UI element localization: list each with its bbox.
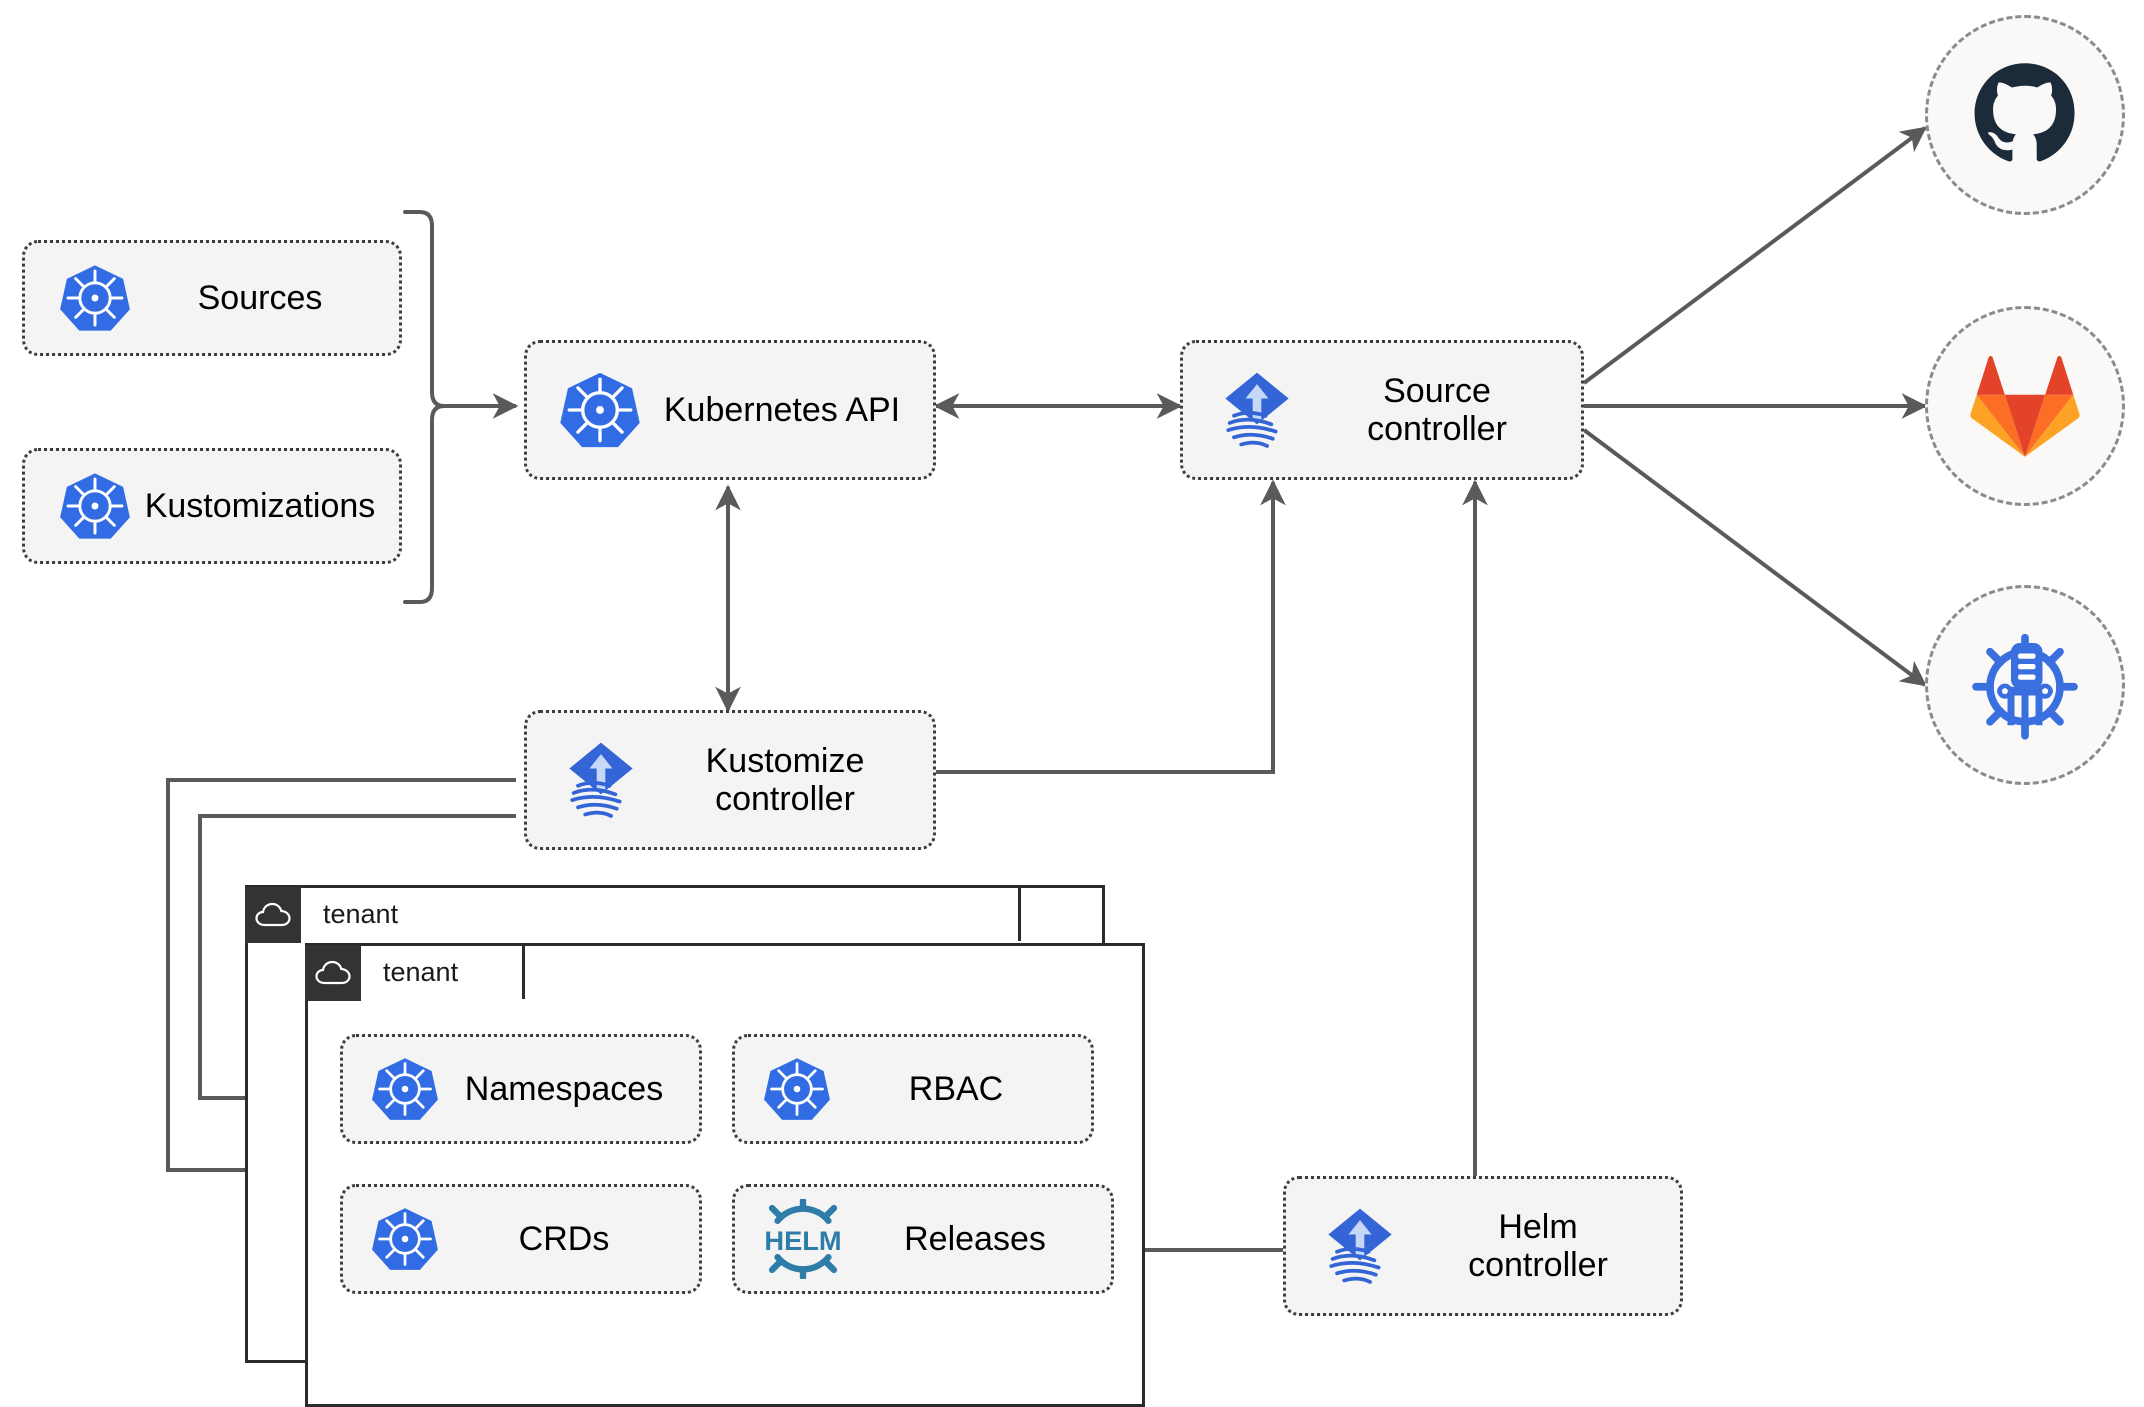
node-kubernetes-api[interactable]: Kubernetes API — [524, 340, 936, 480]
resource-group-brace — [403, 210, 445, 604]
tenant-resource-label-namespaces: Namespaces — [464, 1069, 664, 1108]
repository-gitlab[interactable] — [1925, 306, 2125, 506]
node-helm-controller[interactable]: Helm controller — [1283, 1176, 1683, 1316]
tenant-resource-namespaces[interactable]: Namespaces — [340, 1034, 702, 1144]
wire-source-controller-to-github — [1582, 126, 1927, 385]
tenant-resource-crds[interactable]: CRDs — [340, 1184, 702, 1294]
cloud-icon — [245, 886, 301, 943]
cloud-icon — [305, 944, 361, 1001]
repository-helm[interactable] — [1925, 585, 2125, 785]
kubernetes-icon — [371, 1055, 439, 1123]
kubernetes-icon — [59, 470, 131, 542]
flux-icon — [1314, 1200, 1406, 1292]
tenant-resource-releases[interactable]: HELM Releases — [732, 1184, 1114, 1294]
node-label-kubernetes-api: Kubernetes API — [663, 390, 901, 429]
flux-icon — [1211, 364, 1303, 456]
tenant-header-front: tenant — [305, 943, 525, 1001]
gitlab-icon — [1970, 356, 2080, 457]
tenant-resource-label-releases: Releases — [904, 1219, 1046, 1258]
repository-github[interactable] — [1925, 15, 2125, 215]
node-label-source-controller: Source controller — [1367, 371, 1507, 448]
helm-repository-icon — [1972, 633, 2078, 740]
kubernetes-icon — [371, 1205, 439, 1273]
resource-label-sources: Sources — [197, 278, 323, 317]
github-icon — [1974, 63, 2075, 162]
helm-icon: HELM — [757, 1199, 849, 1279]
tenant-name-front: tenant — [383, 957, 459, 987]
kubernetes-icon — [59, 262, 131, 334]
tenant-name-back: tenant — [323, 899, 399, 929]
kubernetes-icon — [763, 1055, 831, 1123]
resource-box-sources[interactable]: Sources — [22, 240, 402, 356]
node-kustomize-controller[interactable]: Kustomize controller — [524, 710, 936, 850]
resource-label-kustomizations: Kustomizations — [144, 486, 376, 525]
resource-box-kustomizations[interactable]: Kustomizations — [22, 448, 402, 564]
node-label-kustomize-controller: Kustomize controller — [705, 741, 865, 818]
tenant-header-back: tenant — [245, 885, 1021, 943]
tenant-resource-rbac[interactable]: RBAC — [732, 1034, 1094, 1144]
helm-wordmark: HELM — [764, 1225, 841, 1256]
tenant-box-front: tenant — [305, 943, 1145, 1407]
tenant-resource-label-crds: CRDs — [518, 1219, 610, 1258]
node-label-helm-controller: Helm controller — [1468, 1207, 1608, 1284]
flux-icon — [555, 734, 647, 826]
kubernetes-icon — [559, 369, 641, 451]
wire-kustomize-controller-to-source-controller — [936, 479, 1286, 774]
wire-source-controller-to-helm-repository — [1582, 428, 1927, 687]
tenant-resource-label-rbac: RBAC — [908, 1069, 1004, 1108]
node-source-controller[interactable]: Source controller — [1180, 340, 1584, 480]
